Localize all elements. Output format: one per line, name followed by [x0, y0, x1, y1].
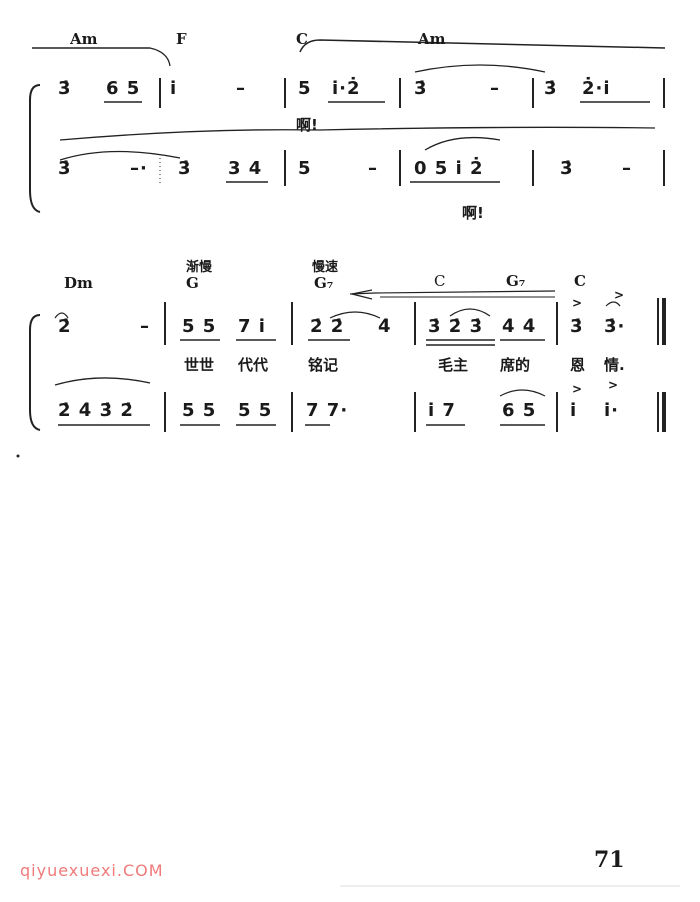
note: 7 7· — [306, 400, 349, 421]
chord-g7-2: G₇ — [506, 272, 526, 290]
note: – — [140, 316, 150, 337]
chord-c: C — [296, 30, 308, 48]
note: – — [236, 78, 246, 99]
lyric: 代代 — [238, 356, 269, 374]
note: 6 5 — [502, 400, 537, 421]
note: 2̇ 2̇ — [310, 316, 345, 337]
note: – — [622, 158, 632, 179]
note: – — [368, 158, 378, 179]
note: 7 i̇ — [238, 316, 266, 337]
note: 5 5 — [182, 400, 217, 421]
note: i̇· — [604, 400, 620, 421]
chord-am-2: Am — [418, 30, 446, 48]
note: 5 — [298, 158, 312, 179]
note: 6 5 — [106, 78, 141, 99]
lyric: 席的 — [500, 356, 531, 374]
note: 2̇·i̇ — [582, 78, 611, 99]
accent-mark: > — [614, 288, 625, 302]
lyric: 恩 — [570, 356, 586, 374]
lyric: 毛主 — [438, 356, 469, 374]
page-number: 71 — [594, 847, 625, 873]
note: 3̇ — [58, 78, 72, 99]
note: 4̇ 4̇ — [502, 316, 537, 337]
note: 2̇ 4̇ 3̇ 2̇ — [58, 400, 134, 421]
note: 3̇ — [560, 158, 574, 179]
note: 3̇· — [604, 316, 626, 337]
note: – — [490, 78, 500, 99]
chord-g: G — [186, 274, 199, 292]
accent-mark: > — [572, 382, 583, 396]
note: 3̇ — [570, 316, 584, 337]
watermark: qiyuexuexi.COM — [20, 861, 164, 880]
note: i̇ — [170, 78, 178, 99]
accent-mark: > — [608, 378, 619, 392]
note: 5 5 — [182, 316, 217, 337]
lyric: 情. — [604, 356, 625, 374]
note: 3 4 — [228, 158, 263, 179]
note: 5 — [298, 78, 312, 99]
note: i̇ 7 — [428, 400, 456, 421]
chord-dm: Dm — [64, 274, 93, 292]
note: 4̇ — [378, 316, 392, 337]
note: 3̇ — [544, 78, 558, 99]
tempo-marking: 慢速 — [312, 260, 339, 275]
lyric: 世世 — [184, 356, 215, 374]
note: 0 5 i̇ 2̇ — [414, 158, 484, 179]
note: –· — [130, 158, 148, 179]
lyric: 啊! — [296, 116, 318, 134]
note: 2̇ — [58, 316, 72, 337]
lyric: 啊! — [462, 204, 484, 222]
tempo-marking: 渐慢 — [186, 260, 213, 275]
chord-c: C — [434, 272, 446, 290]
note: 3̇ — [58, 158, 72, 179]
note: i̇·2̇ — [332, 78, 361, 99]
note: i̇ — [570, 400, 578, 421]
chord-am: Am — [70, 30, 98, 48]
note: 5 5 — [238, 400, 273, 421]
lyric: 铭记 — [308, 356, 339, 374]
note: 3̇ 2̇ 3̇ — [428, 316, 484, 337]
chord-c-2: C — [574, 272, 586, 290]
note: 3̇ — [178, 158, 192, 179]
chord-g7: G₇ — [314, 274, 334, 292]
chord-f: F — [176, 30, 187, 48]
accent-mark: > — [572, 296, 583, 310]
note: 3̇ — [414, 78, 428, 99]
